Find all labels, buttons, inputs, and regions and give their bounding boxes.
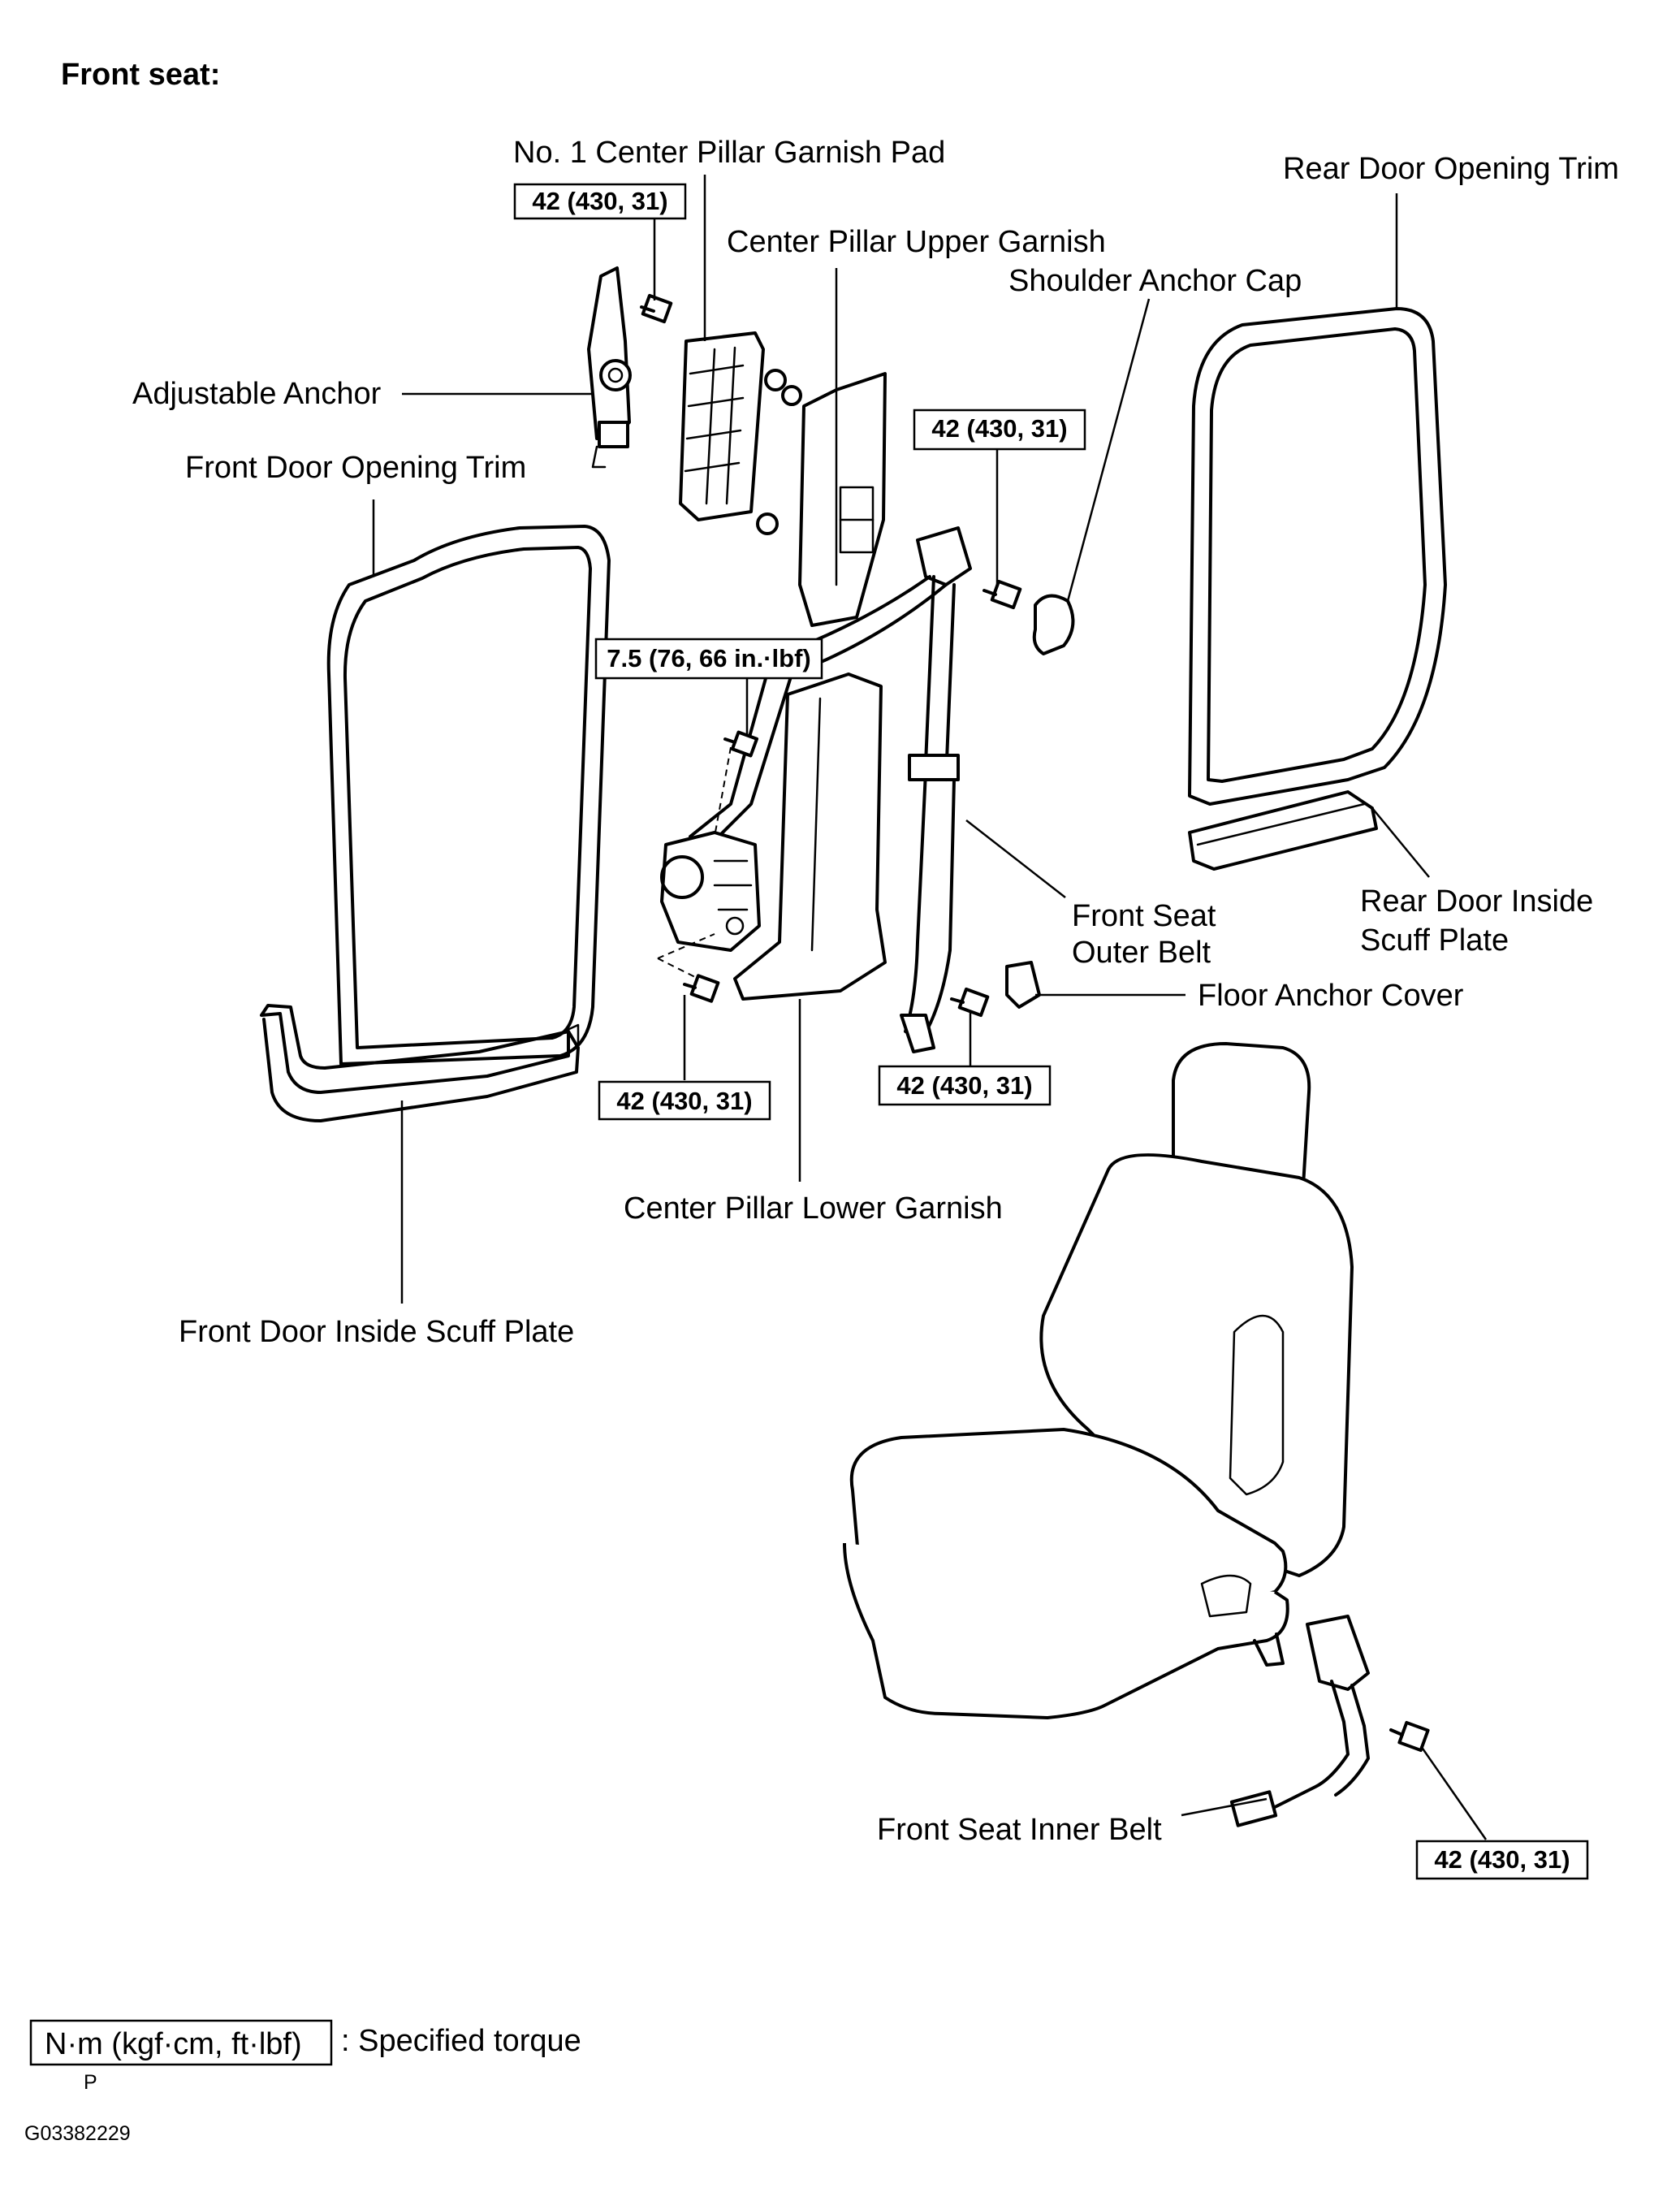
label-rear-door-inside-scuff-plate: Rear Door Inside (1360, 884, 1593, 919)
front-seat-outer-belt-part (689, 526, 972, 1053)
label-front-door-inside-scuff-plate: Front Door Inside Scuff Plate (179, 1315, 574, 1349)
label-no1-center-pillar-garnish-pad: No. 1 Center Pillar Garnish Pad (513, 136, 945, 170)
front-seat-part (843, 1042, 1354, 1719)
screw-icon (781, 385, 802, 406)
torque-legend: N·m (kgf·cm, ft·lbf) : Specified torque (29, 2019, 581, 2066)
bolt-icon (983, 579, 1022, 610)
retractor-lower-bolt-path (657, 933, 715, 979)
label-floor-anchor-cover: Floor Anchor Cover (1198, 979, 1464, 1013)
label-front-seat-inner-belt: Front Seat Inner Belt (877, 1813, 1162, 1847)
torque-box-inner-belt: 42 (430, 31) (1415, 1840, 1589, 1880)
bolt-icon (1389, 1720, 1430, 1753)
screw-icon (756, 369, 787, 535)
svg-text:7.5 (76, 66 in.·lbf): 7.5 (76, 66 in.·lbf) (607, 644, 811, 672)
svg-text:42 (430, 31): 42 (430, 31) (616, 1087, 752, 1115)
bolt-icon (683, 730, 759, 1003)
label-front-seat-outer-belt: Front Seat (1072, 899, 1216, 933)
torque-box-retractor-lower: 42 (430, 31) (598, 1080, 771, 1121)
front-seat-inner-belt-part (1229, 1615, 1370, 1827)
label-front-door-opening-trim: Front Door Opening Trim (185, 451, 526, 485)
label-shoulder-anchor-cap: Shoulder Anchor Cap (1008, 264, 1302, 298)
bolt-icon (640, 293, 673, 324)
label-rear-door-inside-scuff-plate-2: Scuff Plate (1360, 923, 1509, 958)
diagram-title: Front seat: (61, 58, 220, 92)
legend-description: : Specified torque (341, 2024, 581, 2058)
label-center-pillar-upper-garnish: Center Pillar Upper Garnish (727, 225, 1106, 259)
adjustable-anchor-part (587, 266, 632, 469)
seat-belt-retractor-part (660, 831, 761, 952)
center-pillar-lower-garnish-part (733, 672, 887, 1001)
rear-door-opening-trim-part (1188, 307, 1447, 806)
torque-box-shoulder-anchor: 42 (430, 31) (913, 409, 1086, 451)
center-pillar-upper-garnish-part (798, 372, 887, 627)
center-pillar-garnish-pad-part (679, 331, 765, 521)
shoulder-anchor-cap-part (1032, 594, 1075, 655)
svg-text:42 (430, 31): 42 (430, 31) (532, 187, 667, 215)
legend-unit: N·m (kgf·cm, ft·lbf) (45, 2027, 302, 2061)
torque-box-retractor-upper: 7.5 (76, 66 in.·lbf) (594, 638, 823, 680)
svg-text:42 (430, 31): 42 (430, 31) (1434, 1845, 1570, 1874)
front-door-opening-trim-part (326, 525, 611, 1066)
label-front-seat-outer-belt-2: Outer Belt (1072, 936, 1211, 970)
floor-anchor-cover-part (1005, 961, 1041, 1009)
label-adjustable-anchor: Adjustable Anchor (132, 377, 382, 411)
footer-mark: P (84, 2071, 97, 2094)
svg-text:42 (430, 31): 42 (430, 31) (931, 414, 1067, 443)
torque-box-floor-anchor: 42 (430, 31) (878, 1065, 1052, 1106)
rear-door-inside-scuff-plate-part (1188, 790, 1378, 871)
footer-code: G03382229 (24, 2122, 131, 2145)
label-rear-door-opening-trim: Rear Door Opening Trim (1283, 152, 1619, 186)
leader-lines (372, 175, 1488, 1840)
label-center-pillar-lower-garnish: Center Pillar Lower Garnish (624, 1191, 1003, 1226)
front-door-inside-scuff-plate-part (260, 1004, 580, 1122)
svg-text:42 (430, 31): 42 (430, 31) (896, 1071, 1032, 1100)
retractor-upper-bolt-path (714, 746, 732, 837)
torque-box-adjustable-anchor: 42 (430, 31) (513, 183, 687, 220)
